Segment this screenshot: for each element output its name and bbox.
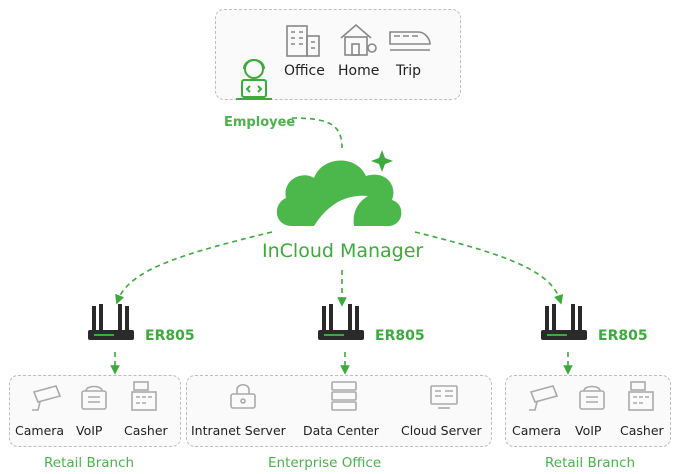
phone-icon [81,385,107,410]
router-label-center: ER805 [375,328,425,344]
site-label-center: Enterprise Office [268,455,382,471]
phone-icon [579,385,605,410]
router-label-right: ER805 [598,328,648,344]
lock-server-icon [230,383,256,409]
home-icon [340,23,377,56]
router-icon-left [88,304,134,340]
router-label-left: ER805 [145,328,195,344]
camera-icon [529,385,559,411]
cloud-router-left-link [115,231,273,305]
remote-locations-box [215,9,461,100]
train-icon [389,31,431,51]
employee-icon [236,59,272,100]
device-label-camera-right: Camera [512,423,562,438]
device-label-camera-left: Camera [15,423,65,438]
cloud-router-right-link [414,231,564,305]
location-label-home: Home [338,63,380,79]
server-stack-icon [331,381,357,411]
cash-register-icon [628,381,654,411]
cloud-icon [276,150,402,226]
device-label-casher-right: Casher [620,423,664,438]
location-label-office: Office [284,63,325,79]
device-label-data-center: Data Center [303,423,379,438]
router-icon-center [318,304,364,340]
cash-register-icon [131,381,157,411]
device-label-voip-right: VoIP [575,423,602,438]
cloud-label: InCloud Manager [262,240,424,262]
router-icon-right [541,304,587,340]
device-label-casher-left: Casher [124,423,168,438]
employee-cloud-link [291,117,343,149]
employee-label: Employee [224,115,296,130]
camera-icon [32,385,62,411]
location-label-trip: Trip [396,63,422,79]
device-label-cloud-server: Cloud Server [401,423,482,438]
office-building-icon [286,25,320,57]
site-label-left: Retail Branch [44,455,135,471]
device-label-intranet-server: Intranet Server [191,423,286,438]
device-label-voip-left: VoIP [76,423,103,438]
cloud-server-icon [430,385,458,409]
site-label-right: Retail Branch [545,455,636,471]
